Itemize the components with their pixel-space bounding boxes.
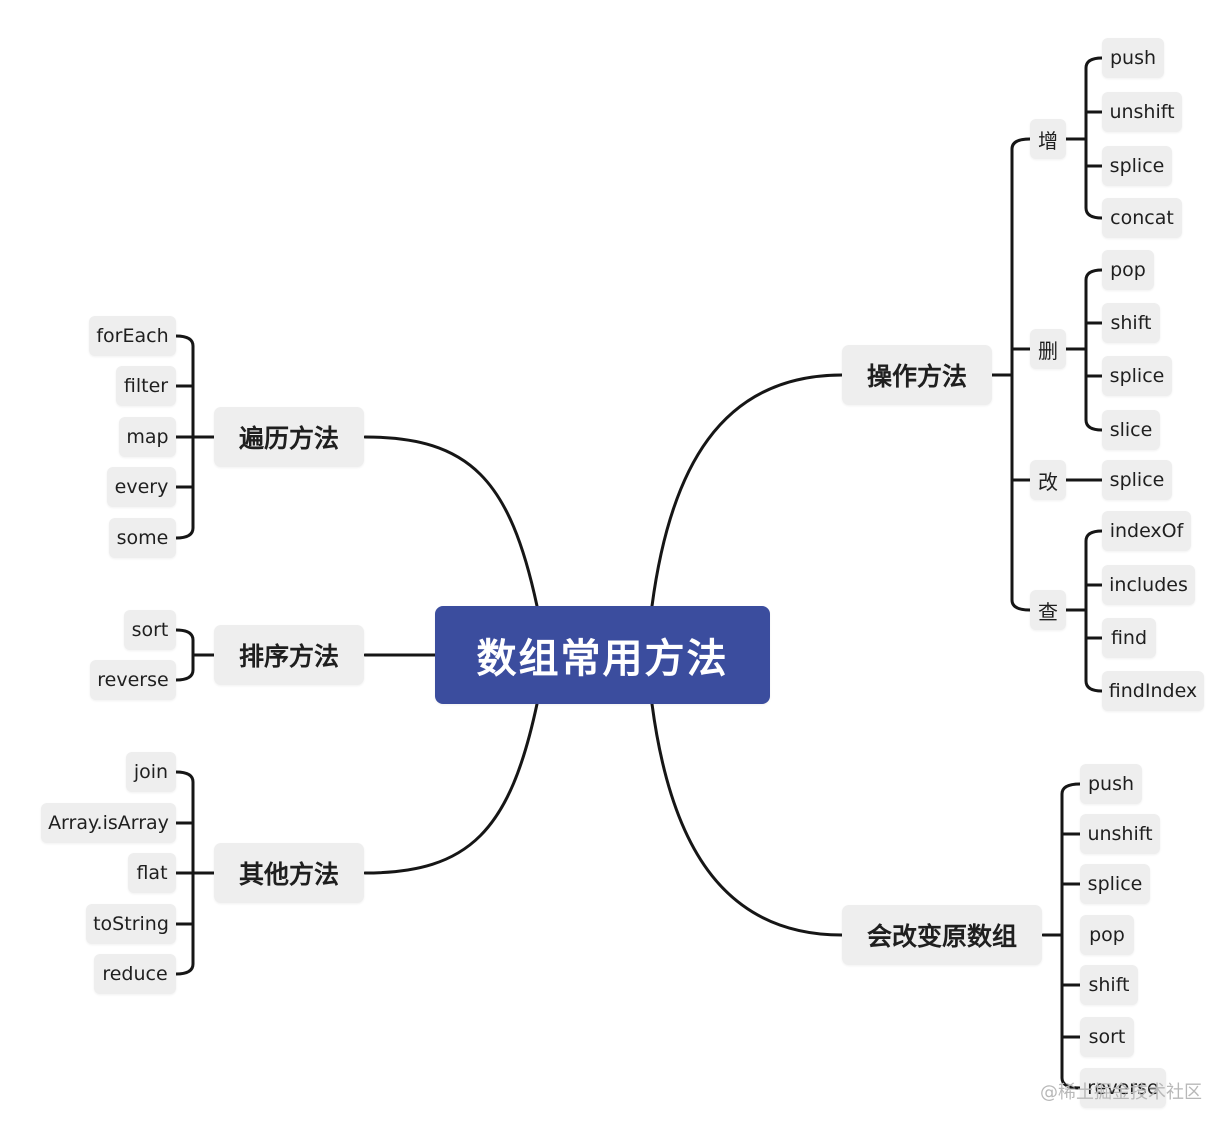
leaf-join[interactable]: join	[126, 752, 176, 792]
leaf-sort[interactable]: sort	[124, 610, 176, 650]
leaf-splice[interactable]: splice	[1102, 146, 1172, 186]
topic-operation-methods[interactable]: 操作方法	[842, 345, 992, 405]
leaf-flat[interactable]: flat	[128, 853, 176, 893]
topic-sorting-methods[interactable]: 排序方法	[214, 625, 364, 685]
leaf-find[interactable]: find	[1102, 618, 1156, 658]
group-modify[interactable]: 改	[1030, 460, 1066, 500]
leaf-indexOf[interactable]: indexOf	[1102, 511, 1191, 551]
leaf-concat[interactable]: concat	[1102, 198, 1182, 238]
leaf-every[interactable]: every	[107, 467, 176, 507]
group-query[interactable]: 查	[1030, 590, 1066, 630]
leaf-sort[interactable]: sort	[1080, 1017, 1134, 1057]
root-topic[interactable]: 数组常用方法	[435, 606, 770, 704]
leaf-findIndex[interactable]: findIndex	[1102, 671, 1204, 711]
topic-other-methods[interactable]: 其他方法	[214, 843, 364, 903]
leaf-shift[interactable]: shift	[1080, 965, 1138, 1005]
topic-iteration-methods[interactable]: 遍历方法	[214, 407, 364, 467]
leaf-pop[interactable]: pop	[1102, 250, 1154, 290]
leaf-unshift[interactable]: unshift	[1080, 814, 1160, 854]
leaf-toString[interactable]: toString	[86, 904, 176, 944]
leaf-push[interactable]: push	[1102, 38, 1164, 78]
leaf-slice[interactable]: slice	[1102, 410, 1160, 450]
group-add[interactable]: 增	[1030, 119, 1066, 159]
leaf-splice[interactable]: splice	[1102, 356, 1172, 396]
leaf-unshift[interactable]: unshift	[1102, 92, 1182, 132]
topic-mutating-methods[interactable]: 会改变原数组	[842, 905, 1042, 965]
leaf-reduce[interactable]: reduce	[94, 954, 176, 994]
leaf-some[interactable]: some	[109, 518, 176, 558]
leaf-push[interactable]: push	[1080, 764, 1142, 804]
watermark: @稀土掘金技术社区	[1040, 1082, 1202, 1103]
leaf-shift[interactable]: shift	[1102, 303, 1160, 343]
leaf-map[interactable]: map	[119, 417, 176, 457]
leaf-reverse[interactable]: reverse	[90, 660, 176, 700]
leaf-splice[interactable]: splice	[1102, 460, 1172, 500]
leaf-includes[interactable]: includes	[1102, 565, 1195, 605]
leaf-splice[interactable]: splice	[1080, 864, 1150, 904]
leaf-reverse[interactable]: reverse	[1080, 1068, 1166, 1108]
leaf-array-isarray[interactable]: Array.isArray	[41, 803, 176, 843]
leaf-filter[interactable]: filter	[116, 366, 176, 406]
group-delete[interactable]: 删	[1030, 329, 1066, 369]
leaf-forEach[interactable]: forEach	[89, 316, 176, 356]
leaf-pop[interactable]: pop	[1080, 915, 1134, 955]
